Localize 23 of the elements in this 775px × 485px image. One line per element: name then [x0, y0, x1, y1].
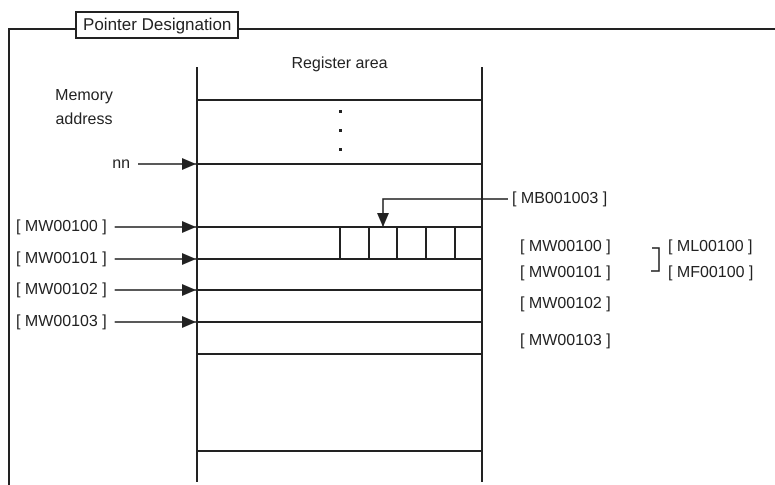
arrow: [114, 284, 196, 296]
bit-cell: [368, 227, 398, 259]
address-label: [ MF00100 ]: [668, 263, 754, 283]
arrow: [377, 198, 508, 227]
column-heading: Memory address: [54, 86, 114, 130]
arrow: [138, 158, 196, 170]
register-column: [196, 55, 483, 482]
address-label: [ MW00103 ]: [520, 331, 611, 351]
address-label: [ ML00100 ]: [668, 237, 752, 257]
address-label: [ MW00102 ]: [16, 280, 107, 300]
arrow: [114, 221, 196, 233]
address-label: [ MW00103 ]: [16, 312, 107, 332]
address-label: [ MW00100 ]: [16, 217, 107, 237]
address-label: [ MW00101 ]: [520, 263, 611, 283]
arrow: [114, 253, 196, 265]
address-label: [ MW00101 ]: [16, 249, 107, 269]
address-label: [ MW00100 ]: [520, 237, 611, 257]
frame-title: Pointer Designation: [75, 11, 240, 39]
address-label: nn: [72, 154, 130, 174]
column-title: Register area: [290, 55, 389, 73]
address-label: [ MW00102 ]: [520, 294, 611, 314]
address-label: [ MB001003 ]: [512, 189, 608, 209]
arrow: [114, 316, 196, 328]
